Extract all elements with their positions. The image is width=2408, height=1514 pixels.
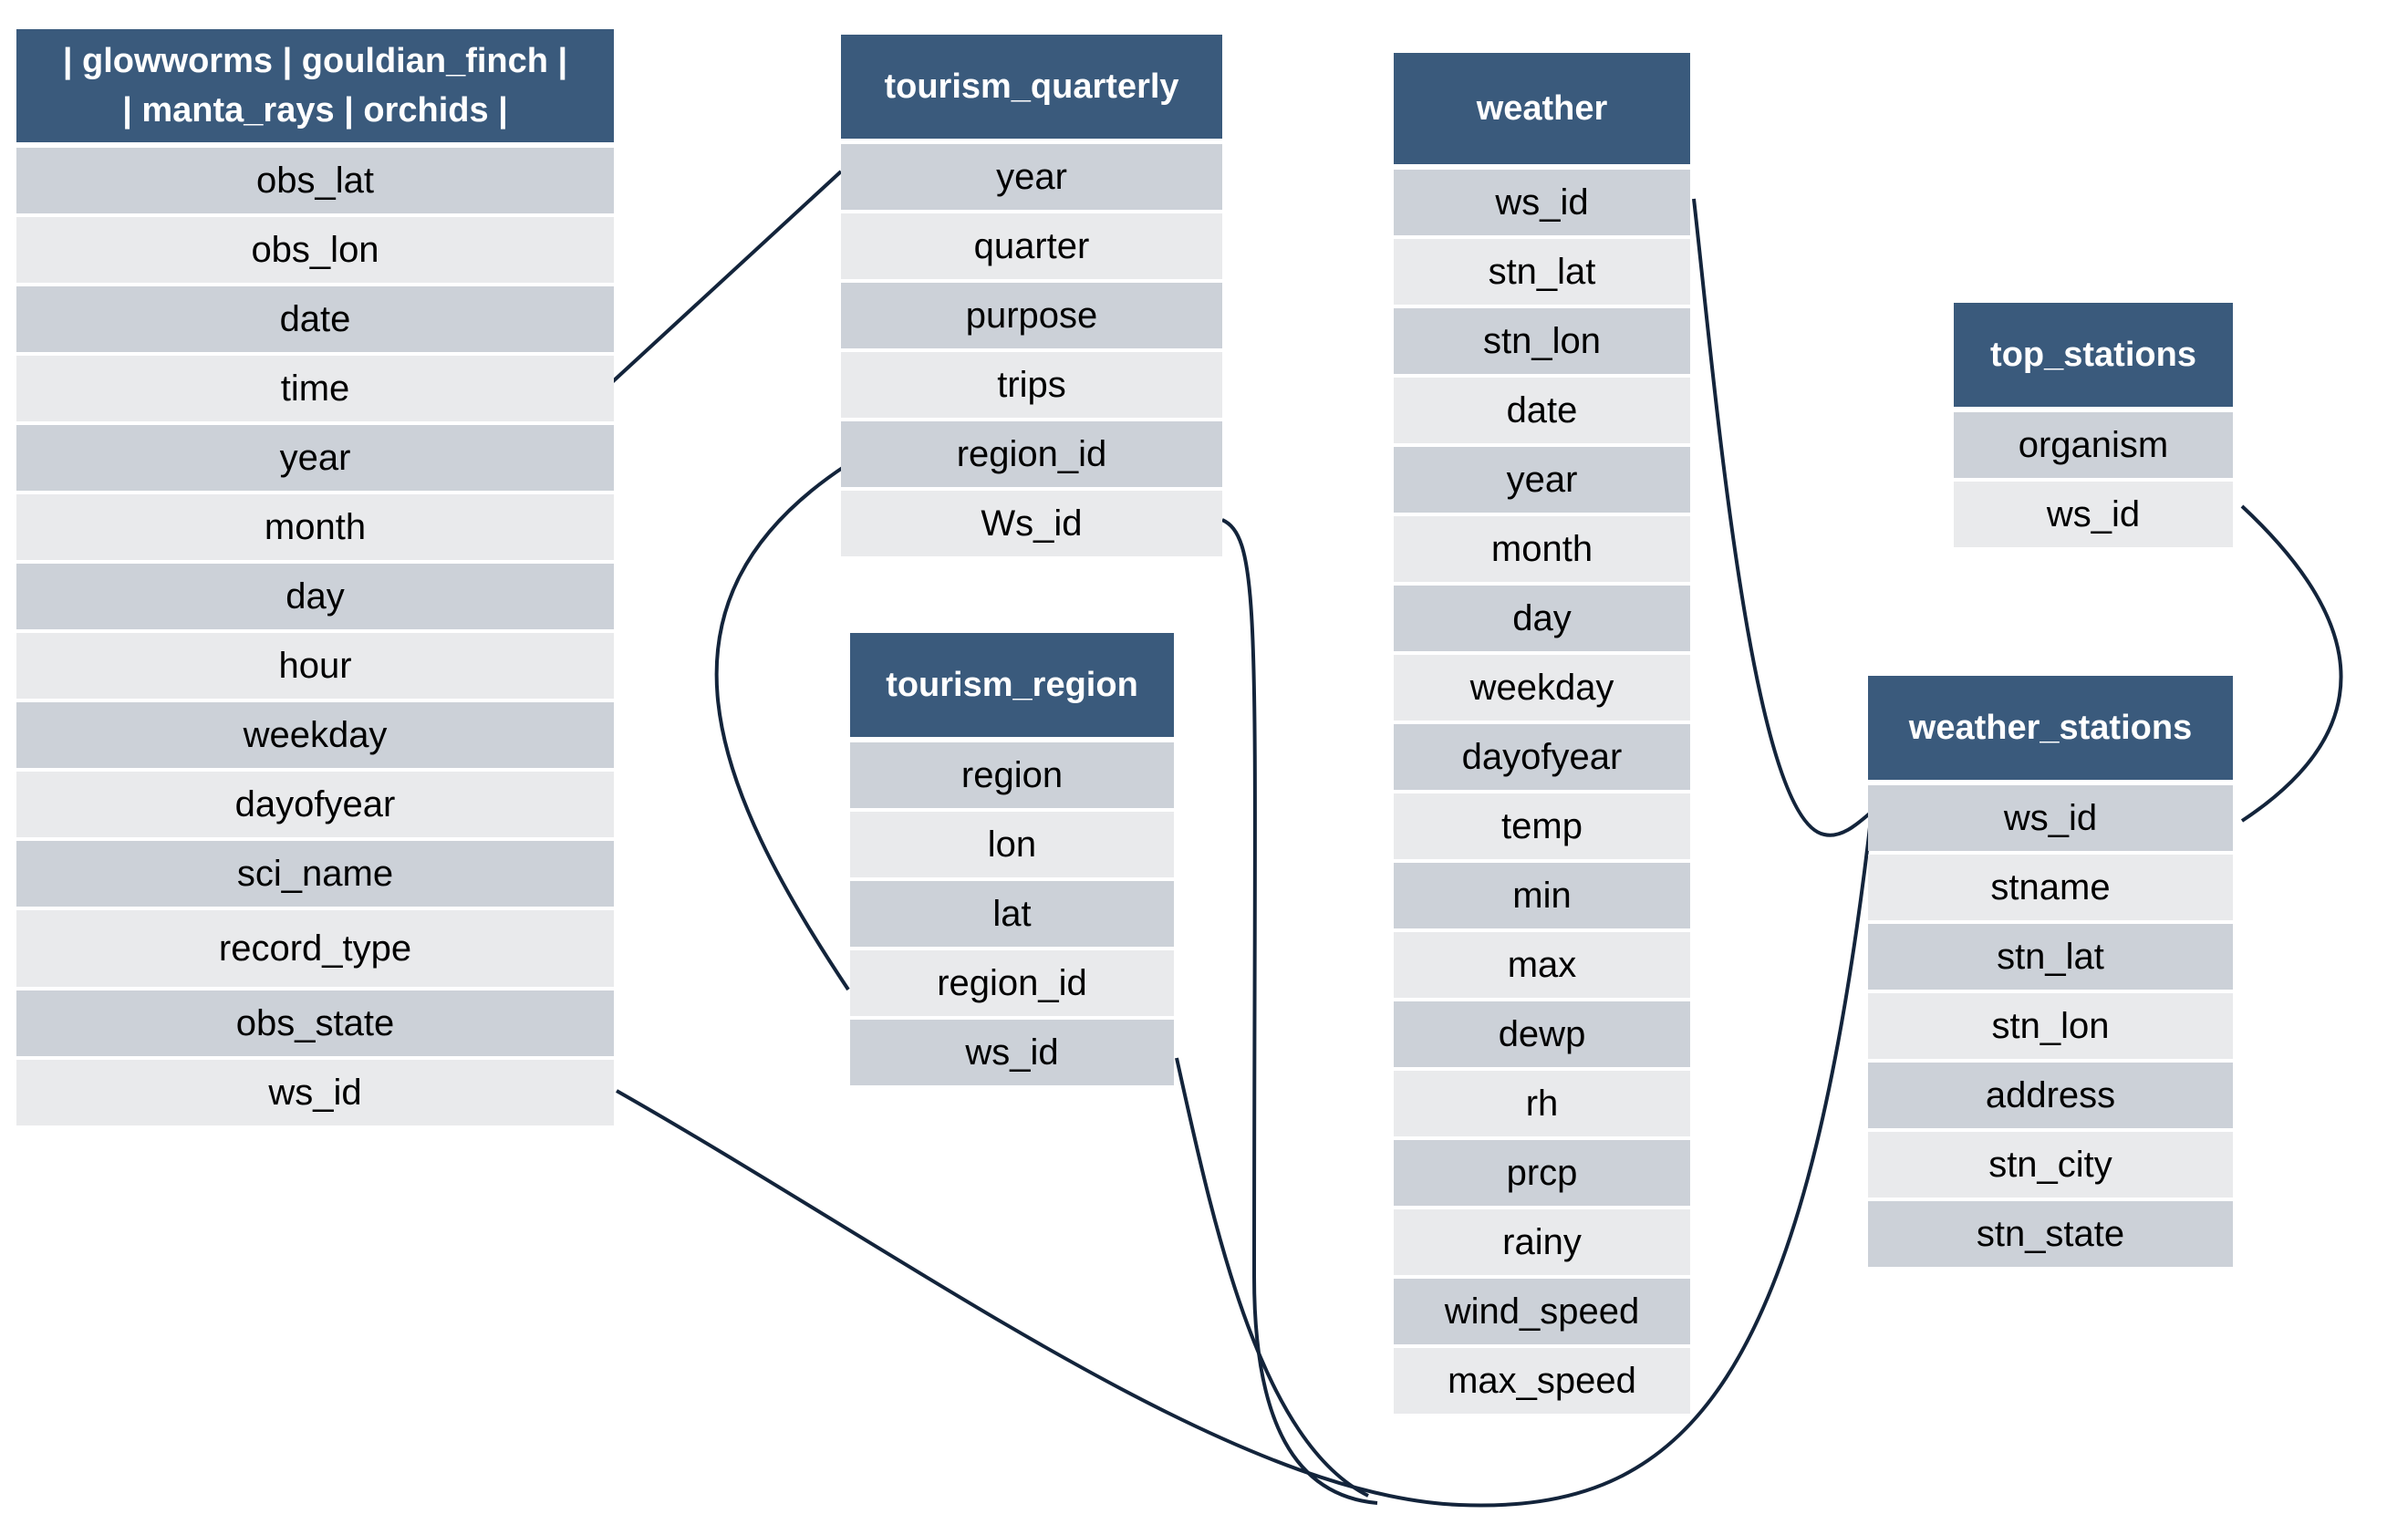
link-weather-ws-id-to-ws-ws-id bbox=[1692, 198, 1873, 837]
field-row: prcp bbox=[1394, 1140, 1690, 1206]
field-row: dayofyear bbox=[16, 772, 614, 837]
table-title: tourism_region bbox=[886, 666, 1138, 704]
field-row: dewp bbox=[1394, 1001, 1690, 1067]
field-row: organism bbox=[1954, 412, 2233, 478]
link-obs-time-to-tq-year bbox=[609, 170, 843, 385]
field-row: ws_id bbox=[1954, 482, 2233, 547]
field-row: ws_id bbox=[16, 1060, 614, 1125]
table-title-line: | glowworms | gouldian_finch | bbox=[62, 42, 568, 80]
field-row: date bbox=[1394, 378, 1690, 443]
field-row: temp bbox=[1394, 793, 1690, 859]
field-row: time bbox=[16, 356, 614, 421]
field-row: stn_lat bbox=[1394, 239, 1690, 305]
field-row: stn_city bbox=[1868, 1132, 2233, 1198]
field-row: day bbox=[1394, 586, 1690, 651]
field-row: hour bbox=[16, 633, 614, 699]
field-row: month bbox=[16, 494, 614, 560]
table-header: weather bbox=[1394, 53, 1690, 164]
table-top-stations: top_stations organism ws_id bbox=[1954, 303, 2233, 547]
field-row: date bbox=[16, 286, 614, 352]
field-row: lon bbox=[850, 812, 1174, 877]
field-row: region_id bbox=[850, 950, 1174, 1016]
table-title: weather bbox=[1476, 89, 1608, 128]
field-row: ws_id bbox=[850, 1020, 1174, 1085]
table-title: tourism_quarterly bbox=[884, 67, 1179, 106]
table-header: top_stations bbox=[1954, 303, 2233, 407]
field-row: lat bbox=[850, 881, 1174, 947]
field-row: stn_lon bbox=[1394, 308, 1690, 374]
link-obs-ws-id-to-ws-ws-id bbox=[616, 811, 1873, 1508]
field-row: quarter bbox=[841, 213, 1222, 279]
table-title: top_stations bbox=[1990, 336, 2196, 374]
field-row: stn_lon bbox=[1868, 993, 2233, 1059]
link-top-ws-id-to-ws-ws-id bbox=[2240, 504, 2343, 823]
table-header: | glowworms | gouldian_finch | | manta_r… bbox=[16, 29, 614, 142]
field-row: rainy bbox=[1394, 1209, 1690, 1275]
field-row: stname bbox=[1868, 855, 2233, 920]
field-row: min bbox=[1394, 863, 1690, 928]
link-tq-ws-id-to-ws-ws-id bbox=[1221, 518, 1378, 1505]
table-title: weather_stations bbox=[1908, 709, 2193, 747]
field-row: purpose bbox=[841, 283, 1222, 348]
field-row: Ws_id bbox=[841, 491, 1222, 556]
field-row: max_speed bbox=[1394, 1348, 1690, 1414]
table-title-line: | manta_rays | orchids | bbox=[122, 91, 508, 130]
field-row: max bbox=[1394, 932, 1690, 998]
field-row: obs_lat bbox=[16, 148, 614, 213]
field-row: wind_speed bbox=[1394, 1279, 1690, 1344]
field-row: ws_id bbox=[1868, 785, 2233, 851]
table-tourism-quarterly: tourism_quarterly year quarter purpose t… bbox=[841, 35, 1222, 556]
field-row: address bbox=[1868, 1063, 2233, 1128]
field-row: year bbox=[16, 425, 614, 491]
field-row: month bbox=[1394, 516, 1690, 582]
field-row: obs_lon bbox=[16, 217, 614, 283]
field-row: region bbox=[850, 742, 1174, 808]
field-row: sci_name bbox=[16, 841, 614, 907]
link-tr-ws-id-to-ws-ws-id bbox=[1175, 1057, 1369, 1498]
field-row: rh bbox=[1394, 1071, 1690, 1136]
link-tq-region-id-to-tr-region-id bbox=[714, 463, 850, 991]
field-row: year bbox=[1394, 447, 1690, 513]
field-row: dayofyear bbox=[1394, 724, 1690, 790]
field-row: day bbox=[16, 564, 614, 629]
field-row: record_type bbox=[16, 910, 614, 987]
table-observations: | glowworms | gouldian_finch | | manta_r… bbox=[16, 29, 614, 1125]
field-row: year bbox=[841, 144, 1222, 210]
table-header: weather_stations bbox=[1868, 676, 2233, 780]
table-header: tourism_region bbox=[850, 633, 1174, 737]
field-row: weekday bbox=[16, 702, 614, 768]
field-row: weekday bbox=[1394, 655, 1690, 721]
table-tourism-region: tourism_region region lon lat region_id … bbox=[850, 633, 1174, 1085]
table-weather: weather ws_id stn_lat stn_lon date year … bbox=[1394, 53, 1690, 1414]
field-row: ws_id bbox=[1394, 170, 1690, 235]
table-weather-stations: weather_stations ws_id stname stn_lat st… bbox=[1868, 676, 2233, 1267]
field-row: trips bbox=[841, 352, 1222, 418]
field-row: stn_state bbox=[1868, 1201, 2233, 1267]
field-row: region_id bbox=[841, 421, 1222, 487]
table-header: tourism_quarterly bbox=[841, 35, 1222, 139]
field-row: stn_lat bbox=[1868, 924, 2233, 990]
field-row: obs_state bbox=[16, 990, 614, 1056]
